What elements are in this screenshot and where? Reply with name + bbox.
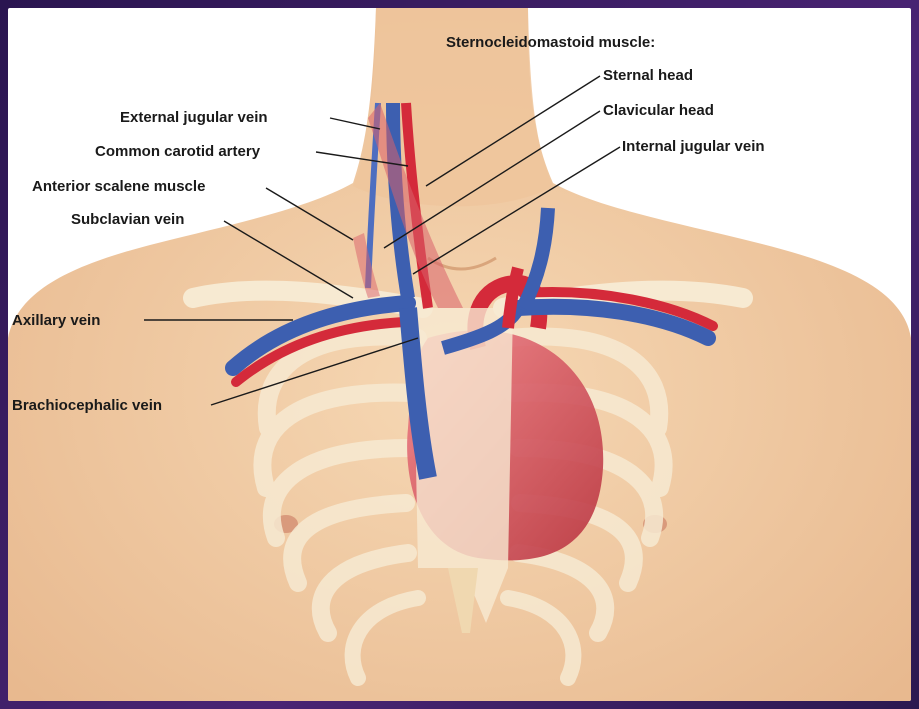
chest-anatomy-diagram: Sternocleidomastoid muscle: Sternal head…: [8, 8, 911, 701]
label-brachiocephalic-vein: Brachiocephalic vein: [12, 397, 162, 414]
label-external-jugular-vein: External jugular vein: [120, 109, 268, 126]
label-sternocleidomastoid-muscle: Sternocleidomastoid muscle:: [446, 34, 655, 51]
label-axillary-vein: Axillary vein: [12, 312, 100, 329]
diagram-panel: Sternocleidomastoid muscle: Sternal head…: [8, 8, 911, 701]
label-internal-jugular-vein: Internal jugular vein: [622, 138, 765, 155]
label-subclavian-vein: Subclavian vein: [71, 211, 184, 228]
label-clavicular-head: Clavicular head: [603, 102, 714, 119]
label-common-carotid-artery: Common carotid artery: [95, 143, 261, 160]
label-anterior-scalene-muscle: Anterior scalene muscle: [32, 178, 205, 195]
label-sternal-head: Sternal head: [603, 67, 693, 84]
